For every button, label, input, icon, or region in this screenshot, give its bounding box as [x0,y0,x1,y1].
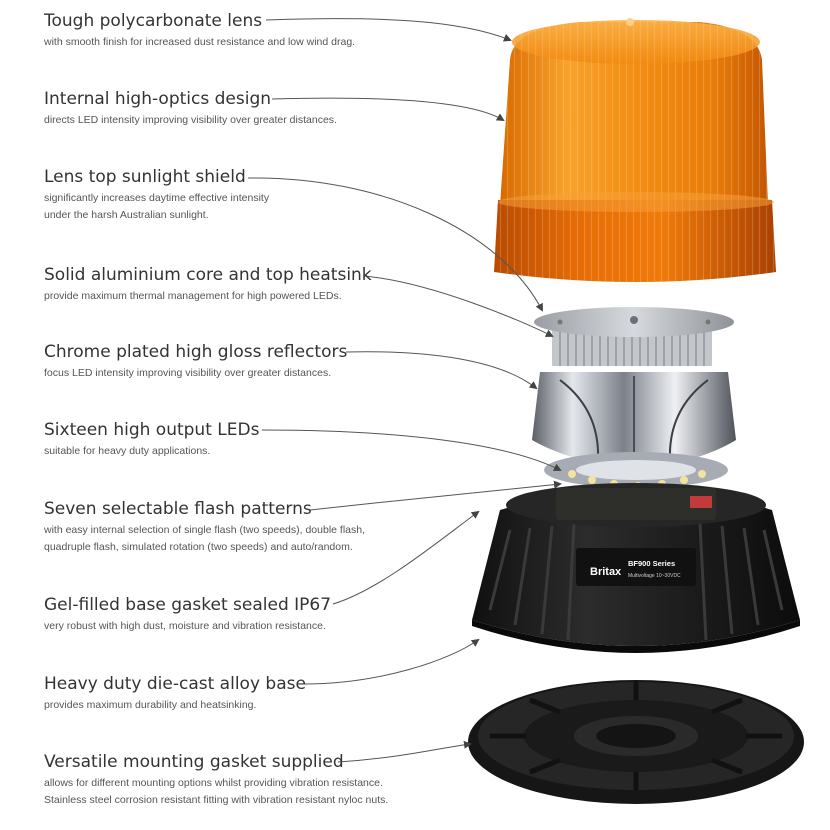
feature-desc: provides maximum durability and heatsink… [44,699,257,711]
feature-desc: directs LED intensity improving visibili… [44,114,337,126]
feature-optics: Internal high-optics design directs LED … [44,88,464,129]
feature-desc: significantly increases daytime effectiv… [44,192,270,204]
base-series-label: BF900 Series [628,559,675,568]
feature-desc: Stainless steel corrosion resistant fitt… [44,794,389,806]
feature-reflectors: Chrome plated high gloss reflectors focu… [44,341,464,382]
base-brand-label: Britax [590,566,622,578]
feature-title: Sixteen high output LEDs [44,420,260,440]
base-voltage-label: Multivoltage 10~30VDC [628,573,681,579]
feature-title: Seven selectable flash patterns [44,499,312,519]
feature-shield: Lens top sunlight shield significantly i… [44,166,464,224]
feature-desc: under the harsh Australian sunlight. [44,209,209,221]
feature-desc: focus LED intensity improving visibility… [44,367,332,379]
feature-title: Solid aluminium core and top heatsink [44,265,372,285]
polycarbonate-lens [494,18,776,282]
feature-desc: suitable for heavy duty applications. [44,445,211,457]
feature-title: Lens top sunlight shield [44,167,246,187]
feature-desc: with smooth finish for increased dust re… [44,36,356,48]
feature-title: Gel-filled base gasket sealed IP67 [44,595,332,615]
chrome-reflectors [532,372,736,488]
feature-heatsink: Solid aluminium core and top heatsink pr… [44,264,464,305]
feature-desc: very robust with high dust, moisture and… [44,620,326,632]
mounting-gasket [468,680,804,804]
feature-desc: quadruple flash, simulated rotation (two… [44,541,353,553]
feature-desc: allows for different mounting options wh… [44,777,383,789]
feature-flash-patterns: Seven selectable flash patterns with eas… [44,498,464,556]
feature-lens: Tough polycarbonate lens with smooth fin… [44,10,464,51]
die-cast-base: Britax BF900 Series Multivoltage 10~30VD… [472,483,800,653]
heatsink-core [534,307,734,366]
feature-desc: provide maximum thermal management for h… [44,290,342,302]
feature-alloy-base: Heavy duty die-cast alloy base provides … [44,673,464,714]
feature-title: Internal high-optics design [44,89,272,109]
feature-mounting-gasket: Versatile mounting gasket supplied allow… [44,751,464,809]
feature-leds: Sixteen high output LEDs suitable for he… [44,419,464,460]
feature-title: Chrome plated high gloss reflectors [44,342,348,362]
feature-base-gasket: Gel-filled base gasket sealed IP67 very … [44,594,464,635]
feature-title: Heavy duty die-cast alloy base [44,674,306,694]
feature-title: Tough polycarbonate lens [44,11,263,31]
feature-title: Versatile mounting gasket supplied [44,752,344,772]
feature-desc: with easy internal selection of single f… [44,524,366,536]
